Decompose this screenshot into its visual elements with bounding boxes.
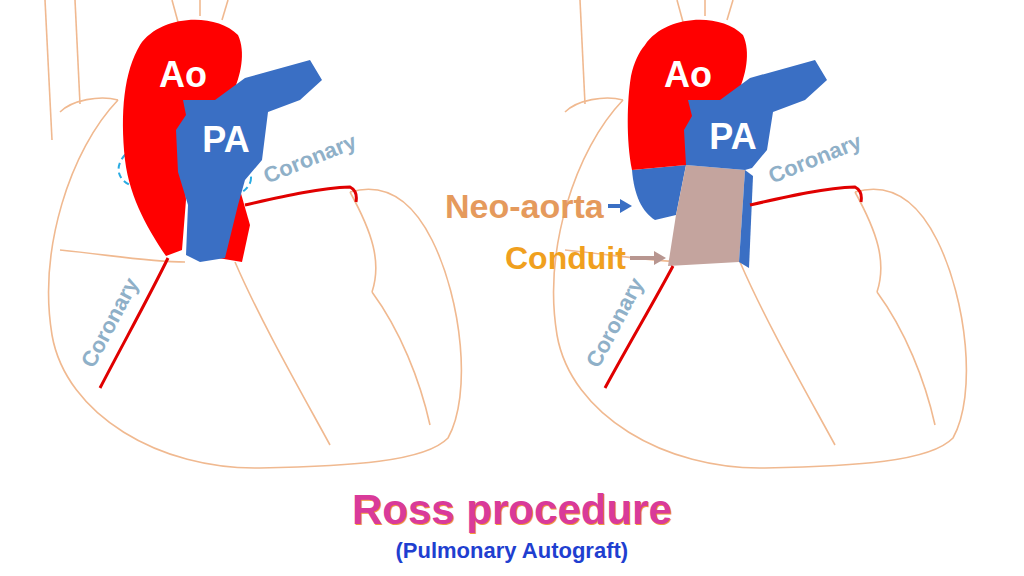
heart-outline bbox=[45, 0, 461, 468]
vessel-name: PA bbox=[202, 119, 249, 160]
heart-outline bbox=[554, 0, 967, 468]
vessel-label: Coronary bbox=[581, 273, 649, 371]
coronary-artery bbox=[245, 187, 356, 205]
pointer-arrow bbox=[630, 256, 656, 260]
conduit bbox=[668, 165, 745, 266]
title: Ross procedure bbox=[352, 486, 672, 534]
pointer-arrow bbox=[608, 204, 622, 208]
part-label: Conduit bbox=[505, 240, 626, 277]
pointer-arrow bbox=[654, 251, 666, 265]
vessel-name: PA bbox=[709, 116, 756, 157]
vessel-label: Coronary bbox=[260, 128, 360, 188]
part-label: Neo-aorta bbox=[445, 187, 604, 226]
vessel-name: Ao bbox=[159, 54, 207, 95]
vessel-label: Coronary bbox=[765, 128, 865, 188]
vessel-name: Ao bbox=[664, 54, 712, 95]
caption: (Pulmonary Autograft) bbox=[396, 538, 629, 563]
pulmonary-root bbox=[739, 170, 753, 268]
coronary-artery bbox=[750, 187, 861, 205]
pointer-arrow bbox=[620, 199, 632, 213]
